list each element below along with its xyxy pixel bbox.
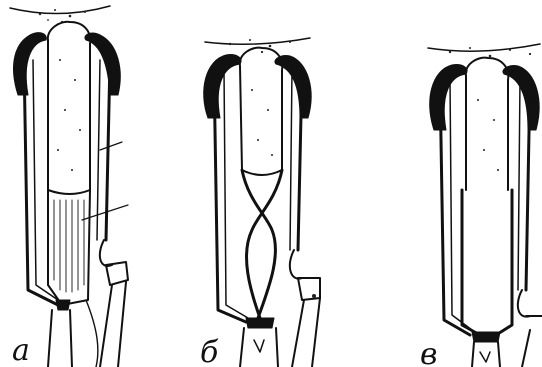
panel-a-label: а: [12, 333, 30, 367]
panel-b-label: б: [200, 335, 219, 367]
panel-v-label: в: [420, 337, 437, 367]
panel-a-illustration: [10, 6, 128, 367]
panel-b-illustration: [204, 38, 320, 367]
panel-v-illustration: [428, 44, 542, 367]
